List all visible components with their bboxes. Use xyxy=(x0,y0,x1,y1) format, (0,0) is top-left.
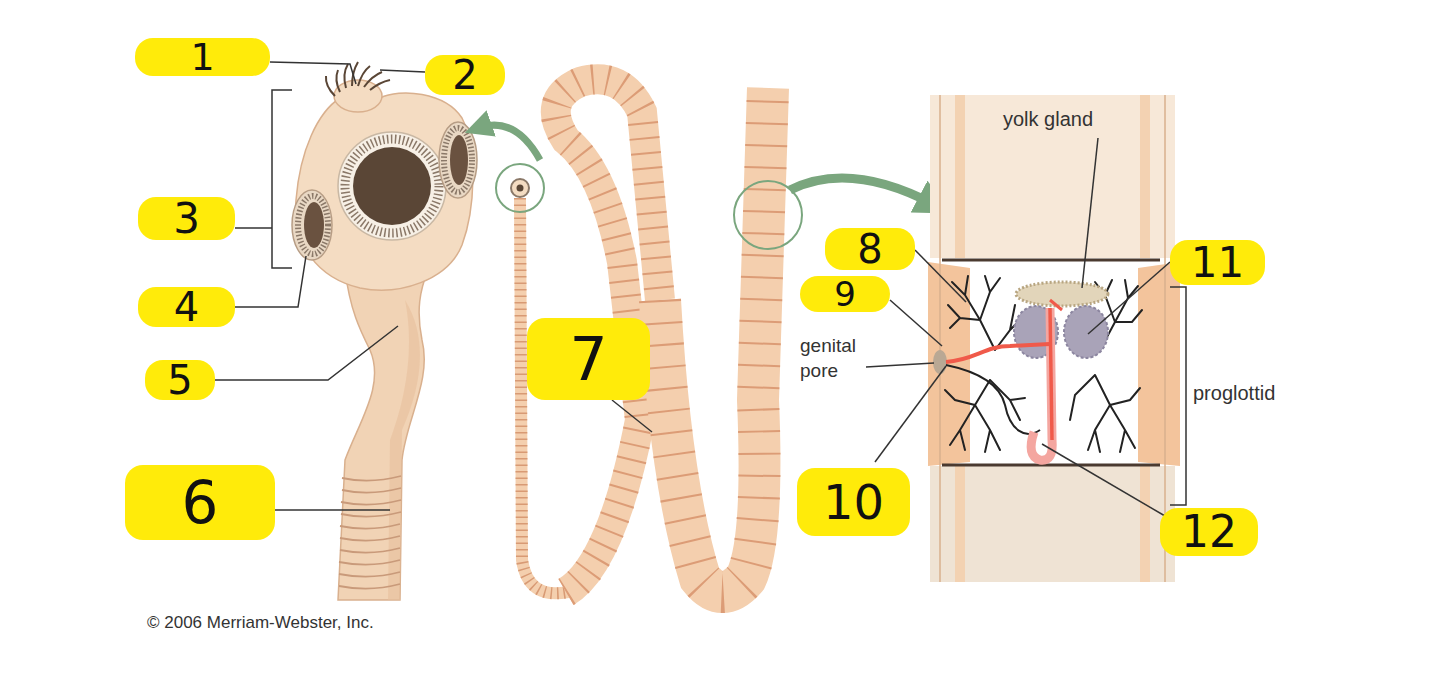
neck xyxy=(338,270,428,600)
part-name: genital pore xyxy=(800,334,872,383)
head xyxy=(296,93,473,290)
hooks xyxy=(326,62,390,96)
uterus xyxy=(1050,308,1052,440)
leader-line xyxy=(612,400,652,432)
callout-badge: 2 xyxy=(425,55,505,95)
proglottid-detail xyxy=(928,95,1180,582)
leader-line xyxy=(890,300,942,346)
sucker-cavity xyxy=(450,135,468,185)
callout-number: 10 xyxy=(823,478,884,526)
callout-badge: 9 xyxy=(800,276,890,312)
lateral-band xyxy=(1138,262,1180,466)
callout-badge: 10 xyxy=(797,468,910,536)
callout-badge: 7 xyxy=(527,318,650,400)
vas-deferens xyxy=(946,365,1040,434)
leader-line xyxy=(380,70,425,72)
leader-line xyxy=(1088,262,1170,334)
uterus xyxy=(1031,308,1052,460)
callout-badge: 12 xyxy=(1160,508,1258,556)
callout-number: 6 xyxy=(182,474,219,532)
callout-badge: 3 xyxy=(138,197,235,240)
callout-number: 1 xyxy=(190,38,214,76)
callout-badge: 11 xyxy=(1170,240,1265,285)
vagina xyxy=(946,344,1050,362)
part-name: yolk gland xyxy=(1003,106,1153,132)
callout-number: 11 xyxy=(1191,242,1244,284)
callout-badge: 8 xyxy=(825,228,915,270)
leader-line xyxy=(1082,138,1098,288)
leader-lines xyxy=(215,62,1186,516)
tiny-scolex xyxy=(511,179,529,197)
leader-line xyxy=(270,62,356,84)
callout-badge: 4 xyxy=(138,287,235,327)
copyright-note: © 2006 Merriam-Webster, Inc. xyxy=(147,612,507,634)
scolex xyxy=(292,62,477,600)
part-name: proglottid xyxy=(1193,380,1313,406)
sucker-cavity xyxy=(304,202,324,248)
callout-badge: 1 xyxy=(135,38,270,76)
segment-border xyxy=(942,464,1160,467)
upper-segment xyxy=(930,95,1175,260)
callout-badge: 6 xyxy=(125,465,275,540)
leader-line xyxy=(275,509,390,511)
zoom-circle xyxy=(496,164,544,212)
bracket xyxy=(272,90,292,268)
sucker-ring xyxy=(298,196,328,254)
leader-line xyxy=(915,250,966,302)
sucker-ring xyxy=(444,128,472,192)
leader-line xyxy=(235,227,272,229)
genital-pore xyxy=(933,350,947,374)
tiny-scolex-sucker xyxy=(517,185,524,192)
strobila xyxy=(511,79,768,593)
oviduct xyxy=(1050,300,1062,310)
segment-border xyxy=(1164,95,1166,582)
tape-wide-rings xyxy=(660,88,768,592)
neck-shading xyxy=(388,300,420,600)
callout-badge: 5 xyxy=(145,360,215,400)
lateral-band xyxy=(955,95,965,260)
bracket xyxy=(1170,287,1186,505)
zoom-arrow xyxy=(478,125,540,160)
sucker-cavity xyxy=(353,147,431,225)
ovary xyxy=(1064,306,1108,358)
callout-number: 2 xyxy=(452,55,477,95)
testes xyxy=(945,276,1142,452)
yolk-gland xyxy=(1016,282,1108,306)
leader-line xyxy=(1042,444,1165,516)
lateral-band xyxy=(1140,95,1150,260)
zoom-arrow xyxy=(790,178,935,205)
sucker xyxy=(439,122,477,198)
segment-border xyxy=(939,95,941,582)
callout-number: 7 xyxy=(569,329,607,389)
lateral-band xyxy=(955,466,965,582)
leader-line xyxy=(875,366,946,462)
sucker xyxy=(338,132,446,240)
segment-border xyxy=(942,259,1160,262)
leader-line xyxy=(235,256,306,307)
body-rings xyxy=(339,476,401,589)
callout-number: 5 xyxy=(167,360,192,400)
proglottid-body xyxy=(928,258,1180,466)
callout-number: 9 xyxy=(834,277,856,311)
callout-number: 12 xyxy=(1181,510,1237,554)
leader-line xyxy=(866,363,934,367)
lower-segment xyxy=(930,466,1175,582)
callout-number: 8 xyxy=(857,229,882,269)
leader-line xyxy=(215,326,398,380)
sucker xyxy=(292,190,332,260)
tape-wide xyxy=(660,88,768,592)
callout-number: 3 xyxy=(173,198,200,240)
lateral-band xyxy=(1140,466,1150,582)
sucker-ring xyxy=(345,139,439,233)
callout-number: 4 xyxy=(174,287,199,327)
